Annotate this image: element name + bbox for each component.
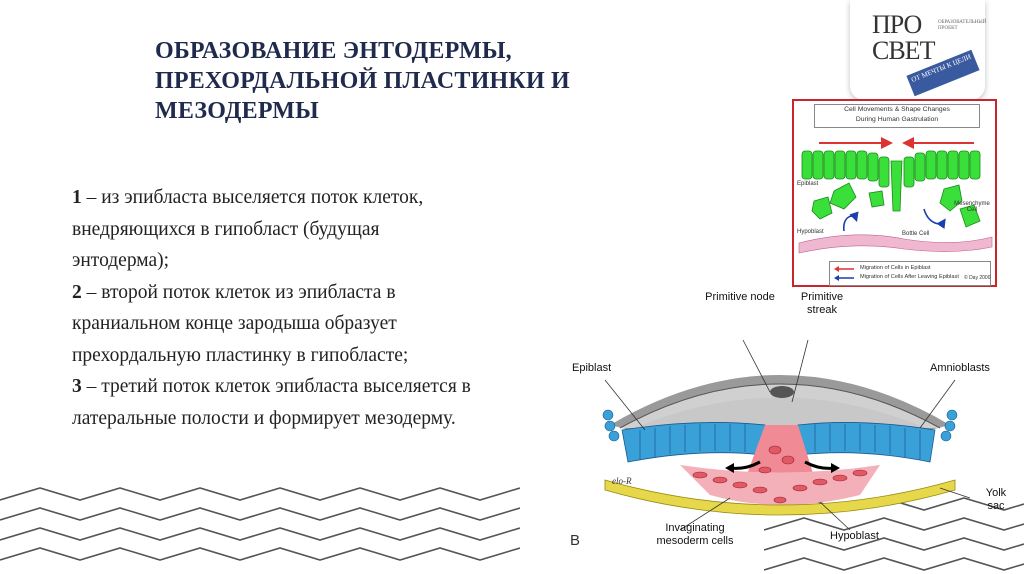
inset-title-line-1: Cell Movements & Shape Changes: [844, 106, 950, 113]
title-line-3: МЕЗОДЕРМЫ: [155, 98, 319, 124]
inset-legend-2: Migration of Cells After Leaving Epiblas…: [860, 274, 959, 280]
figure-letter: B: [570, 532, 581, 549]
page-title: ОБРАЗОВАНИЕ ЭНТОДЕРМЫ, ПРЕХОРДАЛЬНОЙ ПЛА…: [155, 36, 675, 126]
item-1-text: – из эпибласта выселяется поток клеток, …: [72, 187, 424, 271]
inset-title: Cell Movements & Shape Changes During Hu…: [814, 104, 980, 128]
description-text: 1 – из эпибласта выселяется поток клеток…: [72, 182, 472, 434]
label-primitive-streak: Primitive streak: [800, 291, 844, 316]
logo-word-2: СВЕТ: [872, 36, 935, 65]
label-amnioblasts: Amnioblasts: [930, 362, 990, 374]
inset-title-line-2: During Human Gastrulation: [855, 116, 939, 123]
inset-label-epiblast: Epiblast: [797, 181, 819, 187]
artist-signature: elo-R: [612, 476, 632, 486]
inset-legend: Migration of Cells in Epiblast Migration…: [829, 261, 991, 286]
inset-legend-red-arrow: [834, 266, 856, 274]
inset-label-mesenchyme-cell: Mesenchyme Cell: [954, 201, 990, 213]
item-3: 3 – третий поток клеток эпибласта выселя…: [72, 371, 472, 434]
decorative-stripes-left: [0, 487, 520, 561]
item-1: 1 – из эпибласта выселяется поток клеток…: [72, 182, 472, 277]
inset-legend-blue-arrow: [834, 275, 856, 283]
label-yolk-sac: Yolk sac: [985, 487, 1007, 512]
label-epiblast: Epiblast: [572, 362, 612, 374]
item-3-text: – третий поток клеток эпибласта выселяет…: [72, 376, 471, 429]
decorative-stripes-right: [764, 497, 1024, 571]
item-1-number: 1: [72, 187, 82, 208]
label-hypoblast: Hypoblast: [830, 530, 879, 542]
title-line-1: ОБРАЗОВАНИЕ ЭНТОДЕРМЫ,: [155, 38, 512, 64]
gastrulation-cross-section-figure: [602, 339, 971, 531]
gastrulation-inset-figure: Cell Movements & Shape Changes During Hu…: [792, 99, 997, 287]
item-3-number: 3: [72, 376, 82, 397]
inset-drawing: [798, 137, 993, 254]
item-2-text: – второй поток клеток из эпибласта в кра…: [72, 281, 409, 366]
item-2: 2 – второй поток клеток из эпибласта в к…: [72, 277, 472, 372]
inset-legend-1: Migration of Cells in Epiblast: [860, 265, 931, 271]
prosvet-logo: ПРО СВЕТ ОБРАЗОВАТЕЛЬНЫЙ ПРОЕКТ ОТ МЕЧТЫ…: [850, 0, 987, 100]
label-invaginating-mesoderm: Invaginating mesoderm cells: [656, 522, 734, 547]
title-line-2: ПРЕХОРДАЛЬНОЙ ПЛАСТИНКИ И: [155, 68, 570, 94]
inset-credit: © Day 2000: [964, 275, 991, 281]
logo-small-text: ОБРАЗОВАТЕЛЬНЫЙ ПРОЕКТ: [938, 20, 987, 31]
item-2-number: 2: [72, 281, 82, 303]
label-primitive-node: Primitive node: [705, 291, 775, 303]
logo-word-1: ПРО: [872, 10, 922, 39]
inset-label-hypoblast: Hypoblast: [797, 229, 824, 235]
inset-label-bottle-cell: Bottle Cell: [902, 231, 930, 237]
